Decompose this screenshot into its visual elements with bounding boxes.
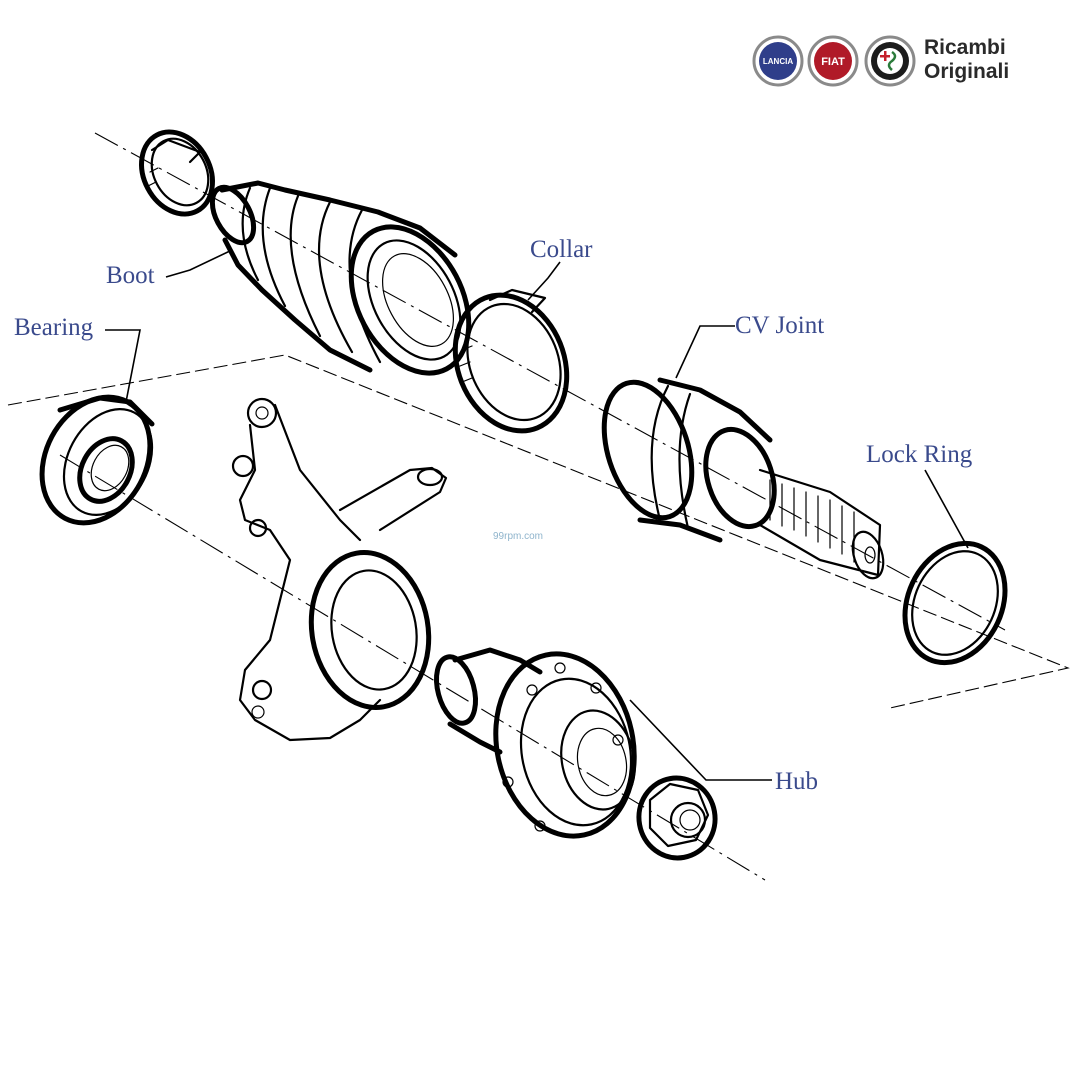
brand-header: LANCIA FIAT Ricambi Originali: [752, 35, 1009, 87]
bearing: [39, 394, 155, 526]
alfa-romeo-logo: [864, 35, 916, 87]
collar: [452, 288, 570, 434]
lower-axis-line: [59, 454, 766, 881]
lock-ring: [902, 540, 1008, 666]
leader-lock-ring: [924, 469, 969, 549]
fiat-logo: FIAT: [807, 35, 859, 87]
label-boot: Boot: [106, 262, 155, 289]
steering-knuckle: [231, 397, 448, 742]
cv-joint: [601, 377, 885, 580]
label-bearing: Bearing: [14, 314, 94, 341]
hub: [434, 647, 637, 839]
brand-line1: Ricambi: [924, 36, 1006, 59]
upper-axis-line: [94, 132, 1006, 631]
label-hub: Hub: [775, 768, 818, 795]
leader-boot: [165, 249, 233, 278]
boot-clip: [139, 129, 215, 217]
lancia-logo-text: LANCIA: [763, 57, 793, 66]
hub-nut: [636, 775, 718, 861]
fiat-logo-text: FIAT: [821, 56, 845, 68]
label-cv-joint: CV Joint: [735, 312, 824, 339]
watermark: 99rpm.com: [493, 531, 543, 542]
leader-bearing: [105, 329, 141, 403]
lancia-logo: LANCIA: [752, 35, 804, 87]
brand-line2: Originali: [924, 60, 1009, 83]
label-collar: Collar: [530, 236, 593, 263]
leader-hub: [629, 699, 772, 781]
label-lock-ring: Lock Ring: [866, 441, 973, 468]
boot: [209, 180, 472, 376]
leader-collar: [527, 261, 561, 301]
leader-cv-joint: [675, 325, 735, 379]
